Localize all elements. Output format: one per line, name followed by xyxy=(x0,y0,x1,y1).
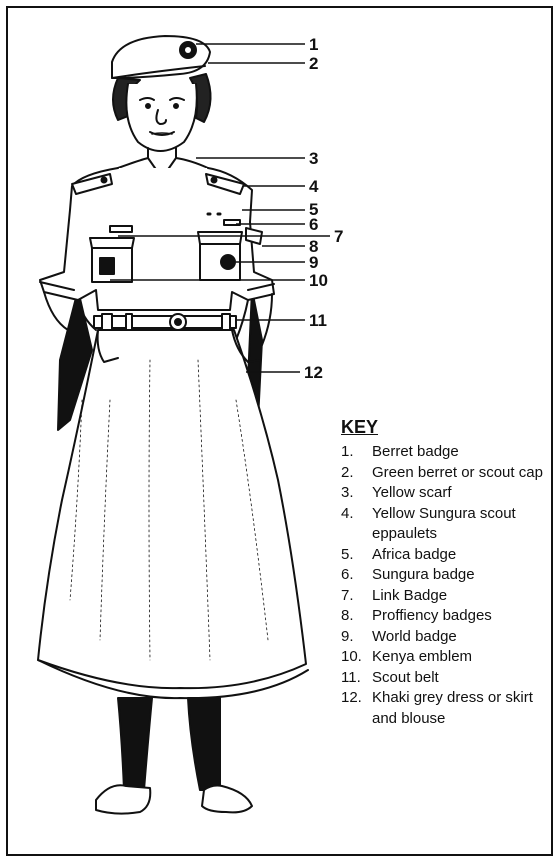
face-shape xyxy=(126,84,196,151)
key-item-label: Berret badge xyxy=(372,442,551,463)
key-item-number: 9. xyxy=(341,627,372,648)
key-item-label: Sungura badge xyxy=(372,565,551,586)
callout-9: 9 xyxy=(309,253,318,272)
key-item-number: 5. xyxy=(341,545,372,566)
key-item-number: 11. xyxy=(341,668,372,689)
key-item-label: Link Badge xyxy=(372,586,551,607)
key-item-label: Yellow Sungura scout eppaulets xyxy=(372,504,551,545)
legs-shape xyxy=(118,698,152,790)
key-item: 2.Green berret or scout cap xyxy=(341,463,551,484)
key-item-label: Khaki grey dress or skirt and blouse xyxy=(372,688,551,729)
key-item: 4.Yellow Sungura scout eppaulets xyxy=(341,504,551,545)
key-title: KEY xyxy=(341,417,551,438)
callout-1: 1 xyxy=(309,35,318,54)
key-item-label: Proffiency badges xyxy=(372,606,551,627)
key-item-number: 7. xyxy=(341,586,372,607)
key-item: 9.World badge xyxy=(341,627,551,648)
key-item-number: 4. xyxy=(341,504,372,545)
key-item-number: 2. xyxy=(341,463,372,484)
key-item: 7.Link Badge xyxy=(341,586,551,607)
callout-7: 7 xyxy=(334,227,343,246)
callout-3: 3 xyxy=(309,149,318,168)
right-shoe xyxy=(202,786,252,813)
key-item-number: 12. xyxy=(341,688,372,729)
callout-12: 12 xyxy=(304,363,323,382)
callout-10: 10 xyxy=(309,271,328,290)
key-item: 5.Africa badge xyxy=(341,545,551,566)
key-item: 8.Proffiency badges xyxy=(341,606,551,627)
callout-4: 4 xyxy=(309,177,319,196)
key-item-label: Kenya emblem xyxy=(372,647,551,668)
key-item-label: World badge xyxy=(372,627,551,648)
key-item: 12.Khaki grey dress or skirt and blouse xyxy=(341,688,551,729)
key-item: 11.Scout belt xyxy=(341,668,551,689)
key-item-label: Scout belt xyxy=(372,668,551,689)
key-item-number: 1. xyxy=(341,442,372,463)
key-item-label: Yellow scarf xyxy=(372,483,551,504)
key-item: 6.Sungura badge xyxy=(341,565,551,586)
key-item: 3.Yellow scarf xyxy=(341,483,551,504)
belt-shape xyxy=(94,316,236,328)
callout-11: 11 xyxy=(309,311,327,330)
key-legend: KEY 1.Berret badge 2.Green berret or sco… xyxy=(341,417,551,729)
key-item: 1.Berret badge xyxy=(341,442,551,463)
key-item-number: 10. xyxy=(341,647,372,668)
key-item-label: Green berret or scout cap xyxy=(372,463,551,484)
key-item-number: 3. xyxy=(341,483,372,504)
key-item-number: 8. xyxy=(341,606,372,627)
key-item: 10.Kenya emblem xyxy=(341,647,551,668)
key-item-label: Africa badge xyxy=(372,545,551,566)
key-item-number: 6. xyxy=(341,565,372,586)
callout-2: 2 xyxy=(309,54,318,73)
left-shoe xyxy=(96,785,150,813)
key-list: 1.Berret badge 2.Green berret or scout c… xyxy=(341,442,551,729)
callout-6: 6 xyxy=(309,215,318,234)
